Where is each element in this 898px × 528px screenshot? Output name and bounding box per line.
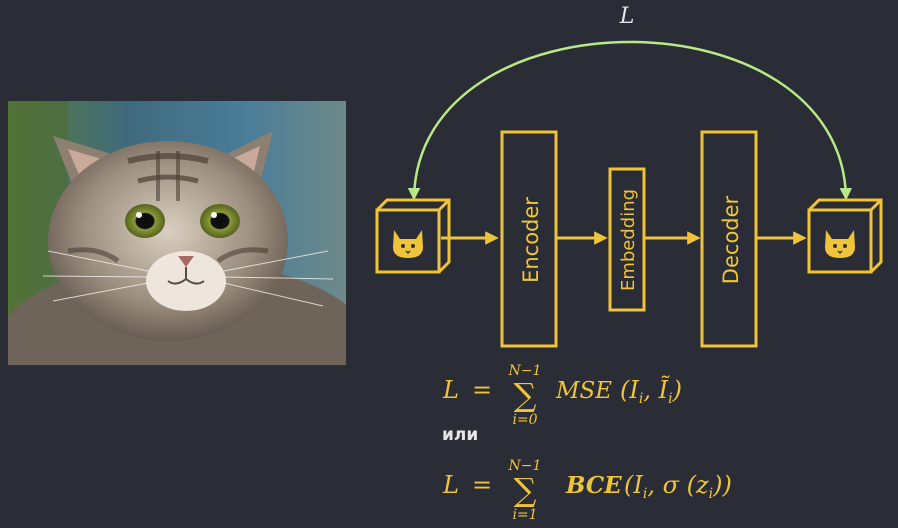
output-cube — [807, 198, 883, 274]
cat-face-icon — [825, 230, 855, 258]
mse-sum-sign: ∑ — [514, 376, 537, 414]
cat-photo-drawing — [8, 101, 346, 365]
embedding-block — [608, 167, 646, 312]
input-cube — [375, 198, 451, 274]
mse-equals: = — [472, 376, 492, 404]
bce-args: (Ii, σ (zi)) — [624, 471, 732, 502]
bce-sum-upper: N−1 — [508, 458, 542, 474]
mse-args: (Ii, Ĩi) — [620, 375, 682, 407]
bce-sum-lower: i=1 — [512, 507, 537, 523]
bce-lhs: L — [442, 471, 459, 499]
mse-func: MSE — [555, 378, 612, 404]
encoder-block — [500, 130, 558, 348]
mse-sum-lower: i=0 — [512, 412, 537, 428]
mse-formula: L = N−1 ∑ i=0 MSE (Ii, Ĩi) — [442, 363, 682, 428]
decoder-label: Decoder — [719, 195, 743, 284]
mse-sum-upper: N−1 — [508, 363, 542, 379]
bce-equals: = — [472, 471, 492, 499]
embedding-label: Embedding — [618, 189, 639, 291]
bce-sum-sign: ∑ — [514, 471, 537, 509]
encoder-label: Encoder — [519, 197, 543, 283]
or-connector: или — [442, 425, 479, 445]
mse-lhs: L — [442, 376, 459, 404]
decoder-block — [700, 130, 758, 348]
bce-func: BCE — [565, 472, 622, 499]
cat-face-icon — [393, 230, 423, 258]
bce-formula: L = N−1 ∑ i=1 BCE (Ii, σ (zi)) — [442, 458, 732, 523]
cat-photo — [8, 101, 346, 365]
loss-arc — [412, 40, 853, 201]
loss-label: L — [619, 4, 635, 29]
